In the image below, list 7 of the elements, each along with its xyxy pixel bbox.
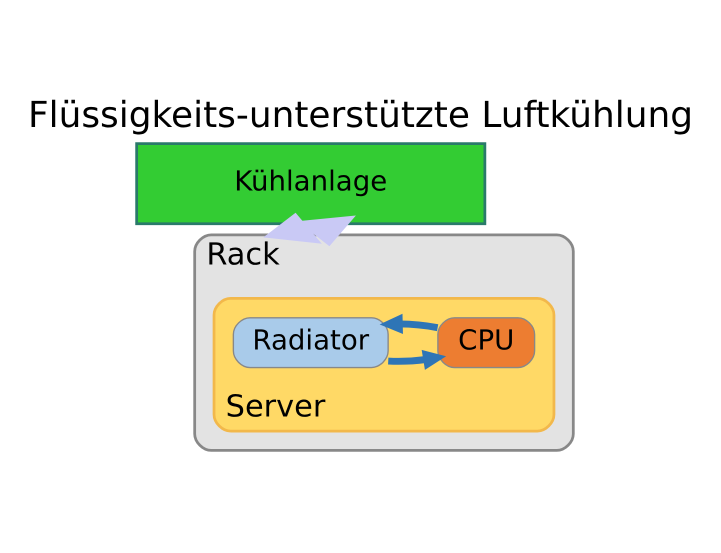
node-box: Kühlanlage (135, 142, 486, 225)
node-box: Radiator (232, 316, 389, 368)
node-box: CPU (437, 316, 536, 368)
arrow (388, 349, 446, 370)
diagram-title: Flüssigkeits-unterstützte Luftkühlung (28, 94, 694, 136)
arrow (380, 313, 438, 334)
arrow (263, 212, 322, 244)
